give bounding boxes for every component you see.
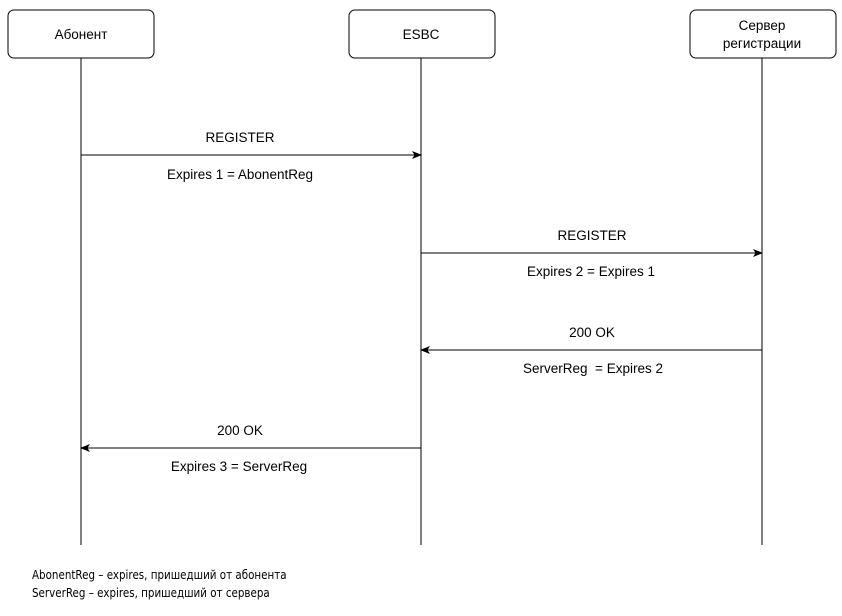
message-sublabel: Expires 2 = Expires 1 (527, 264, 655, 279)
participant-esbc-label: ESBC (403, 27, 440, 42)
message-register-abonent-to-esbc: REGISTER Expires 1 = AbonentReg (81, 130, 422, 182)
message-register-esbc-to-server: REGISTER Expires 2 = Expires 1 (421, 228, 763, 279)
message-200ok-esbc-to-abonent: 200 OK Expires 3 = ServerReg (80, 423, 421, 474)
message-label: 200 OK (217, 423, 263, 438)
message-sublabel: ServerReg = Expires 2 (523, 361, 663, 376)
participant-registration-server-label-line2: регистрации (723, 36, 801, 51)
message-label: REGISTER (557, 228, 626, 243)
participant-registration-server-label-line1: Сервер (739, 18, 786, 33)
participant-abonent-label: Абонент (55, 27, 108, 42)
participant-esbc: ESBC (348, 9, 496, 59)
message-label: 200 OK (569, 325, 615, 340)
message-sublabel: Expires 1 = AbonentReg (167, 167, 313, 182)
participant-abonent: Абонент (7, 9, 155, 59)
legend-note-abonentreg: AbonentReg – expires, пришедший от абоне… (32, 568, 287, 582)
message-sublabel: Expires 3 = ServerReg (171, 459, 307, 474)
message-200ok-server-to-esbc: 200 OK ServerReg = Expires 2 (420, 325, 762, 376)
message-label: REGISTER (205, 130, 274, 145)
participant-registration-server: Сервер регистрации (689, 9, 837, 59)
legend-note-serverreg: ServerReg – expires, пришедший от сервер… (32, 586, 270, 600)
sequence-diagram: Абонент ESBC Сервер регистрации REGISTER… (7, 9, 837, 545)
